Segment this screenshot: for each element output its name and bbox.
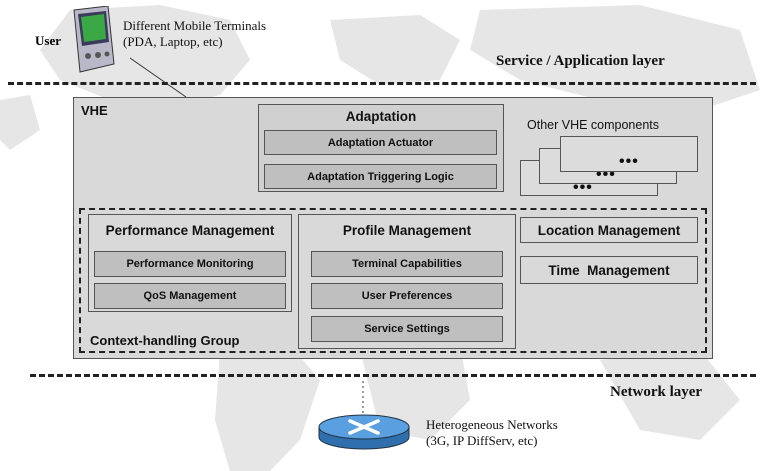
qos-management: QoS Management (94, 283, 286, 309)
networks-line2: (3G, IP DiffServ, etc) (426, 433, 538, 448)
time-management-box: Time Management (520, 256, 698, 284)
performance-management-title: Performance Management (105, 223, 275, 238)
location-management-title: Location Management (537, 222, 681, 238)
other-component-dots-3: ••• (573, 179, 593, 196)
pda-icon (73, 6, 115, 73)
other-component-dots-1: ••• (619, 153, 639, 170)
terminals-line2: (PDA, Laptop, etc) (123, 34, 223, 49)
context-handling-group-label: Context-handling Group (90, 333, 240, 348)
terminal-capabilities: Terminal Capabilities (311, 251, 503, 277)
time-management-title: Time Management (548, 262, 670, 278)
adaptation-actuator: Adaptation Actuator (264, 130, 497, 155)
terminals-label: Different Mobile Terminals (PDA, Laptop,… (123, 18, 266, 50)
service-layer-label: Service / Application layer (496, 53, 665, 69)
router-icon (318, 414, 410, 450)
networks-line1: Heterogeneous Networks (426, 417, 558, 432)
other-vhe-components-label: Other VHE components (527, 118, 660, 132)
vhe-label: VHE (81, 103, 108, 118)
network-layer-label: Network layer (610, 384, 703, 400)
network-layer-separator (30, 374, 756, 377)
context-handling-group (79, 208, 707, 353)
networks-label: Heterogeneous Networks (3G, IP DiffServ,… (426, 417, 558, 449)
performance-monitoring: Performance Monitoring (94, 251, 286, 277)
location-management-box: Location Management (520, 217, 698, 243)
service-settings: Service Settings (311, 316, 503, 342)
user-label: User (35, 33, 61, 48)
other-component-stack: ••• ••• ••• (520, 136, 700, 198)
service-layer-separator (8, 82, 756, 85)
terminals-line1: Different Mobile Terminals (123, 18, 267, 33)
adaptation-title: Adaptation (345, 109, 417, 124)
other-component-card-1: ••• (560, 136, 698, 172)
user-preferences: User Preferences (311, 283, 503, 309)
adaptation-triggering-logic: Adaptation Triggering Logic (264, 164, 497, 189)
profile-management-title: Profile Management (342, 223, 472, 238)
